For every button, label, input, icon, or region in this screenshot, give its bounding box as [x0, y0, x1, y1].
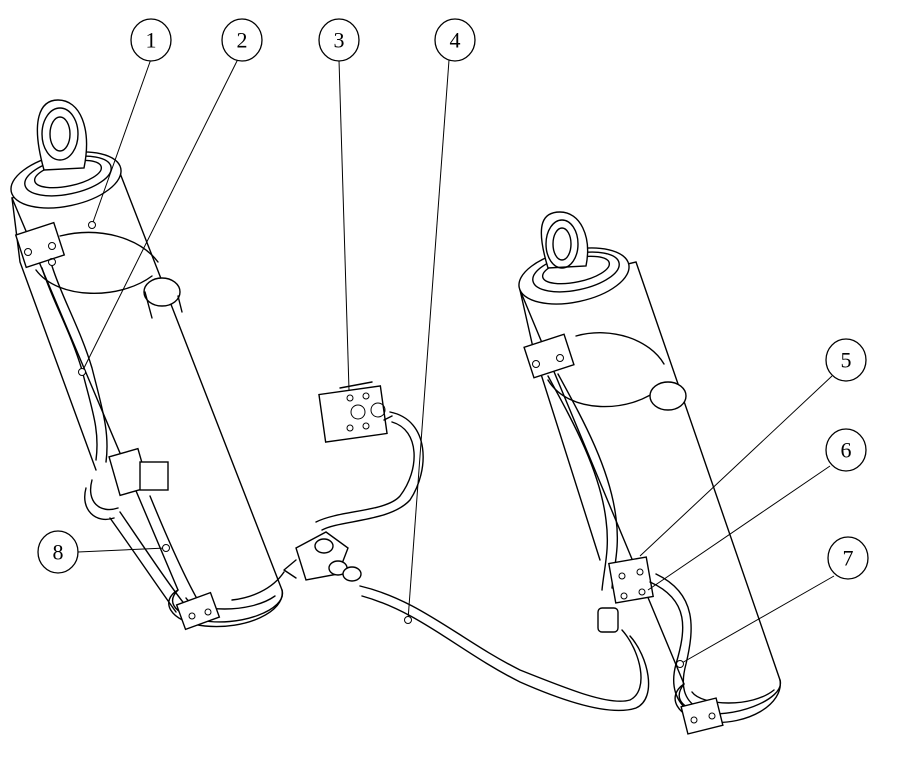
- callout-number: 4: [450, 28, 461, 53]
- callout-number: 3: [334, 28, 345, 53]
- callout-6: 6: [825, 428, 867, 472]
- leader-lines: [77, 58, 835, 668]
- callout-5: 5: [825, 338, 867, 382]
- callout-2: 2: [221, 18, 263, 62]
- callout-number: 5: [841, 348, 852, 373]
- callout-number: 1: [146, 28, 157, 53]
- callout-number: 7: [843, 546, 854, 571]
- hose-lines: [231, 411, 650, 712]
- callout-3: 3: [318, 18, 360, 62]
- callout-number: 6: [841, 438, 852, 463]
- callout-7: 7: [827, 536, 869, 580]
- callout-1: 1: [130, 18, 172, 62]
- callout-number: 8: [53, 540, 64, 565]
- left-cylinder: [10, 99, 283, 631]
- right-cylinder: [518, 211, 781, 735]
- callout-4: 4: [434, 18, 476, 62]
- manifold-block-3: [318, 381, 393, 443]
- callout-8: 8: [37, 530, 79, 574]
- callout-number: 2: [237, 28, 248, 53]
